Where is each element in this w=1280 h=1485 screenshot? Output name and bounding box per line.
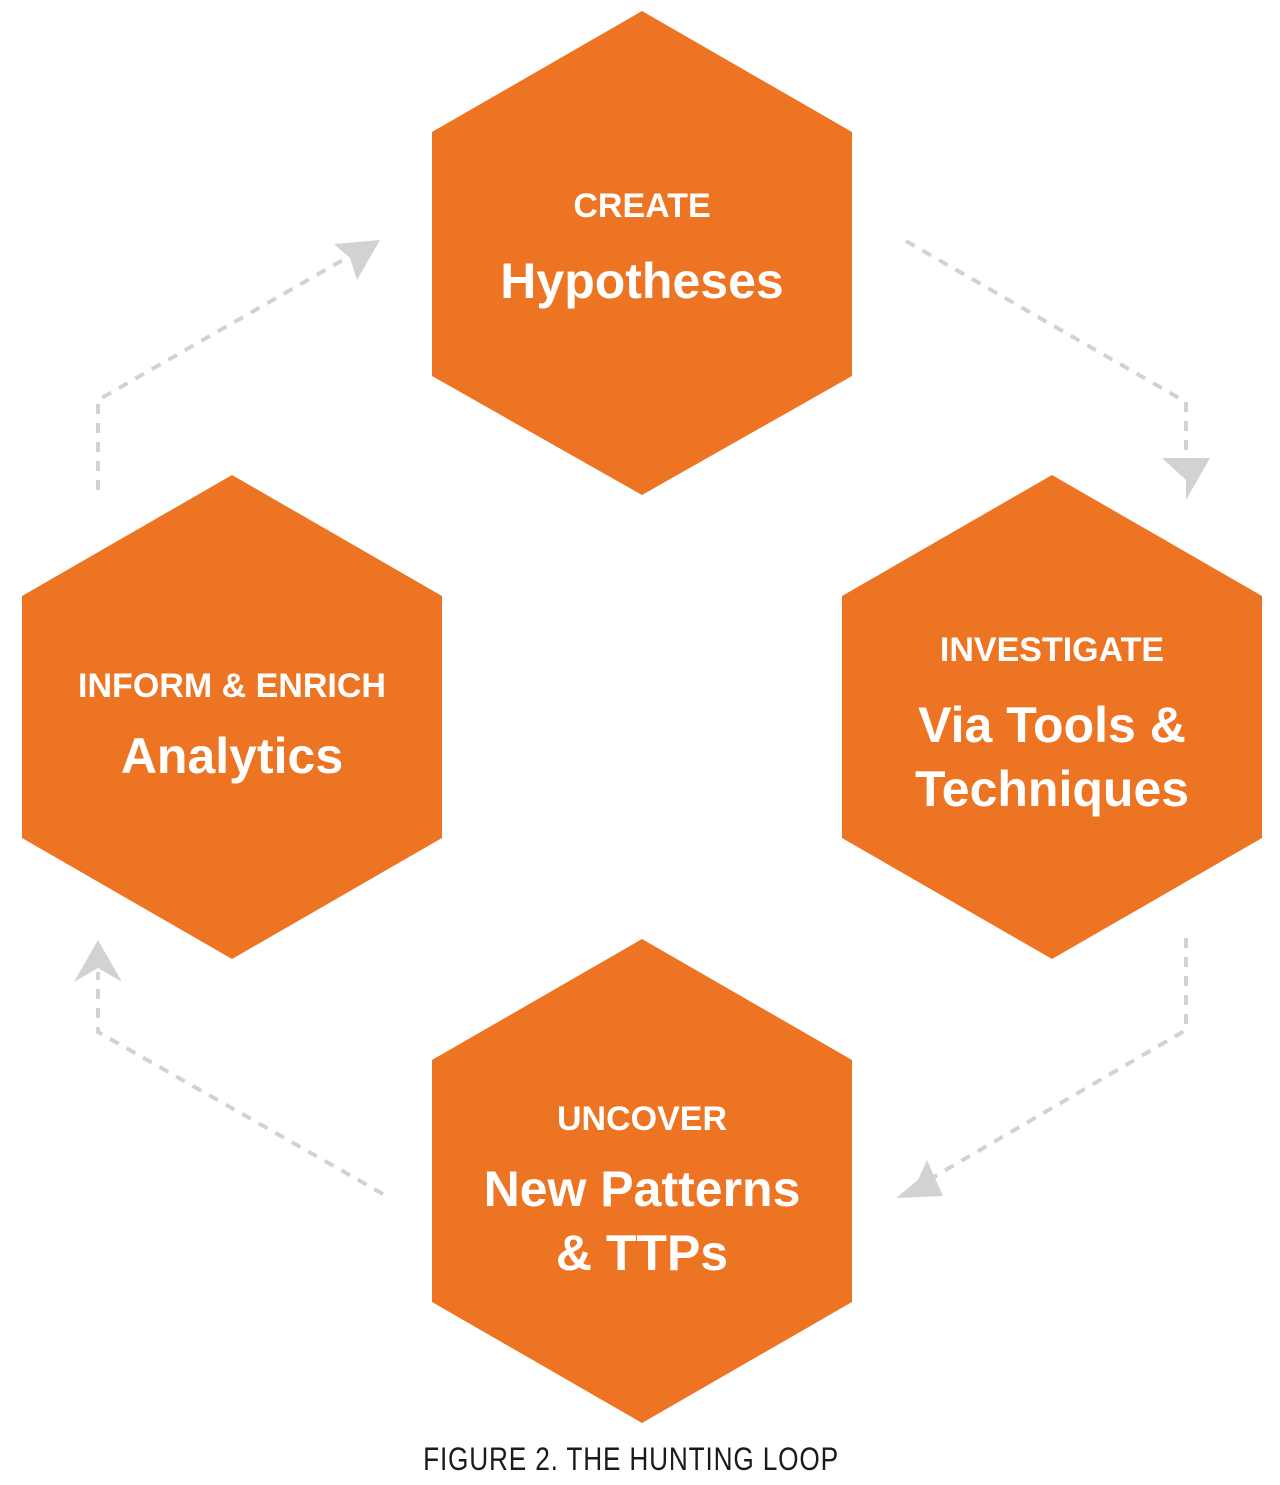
hexagon-create-shape	[432, 11, 852, 495]
hexagon-uncover-title-line-2: & TTPs	[556, 1225, 728, 1281]
hexagon-create-title-line-1: Hypotheses	[500, 253, 783, 309]
hexagon-inform-title-line-1: Analytics	[121, 728, 343, 784]
connectors	[74, 239, 1210, 1198]
hexagon-investigate-title-line-1: Via Tools &	[918, 697, 1186, 753]
connector-investigate-to-uncover	[923, 938, 1188, 1184]
hexagon-uncover: UNCOVER New Patterns & TTPs	[432, 939, 852, 1423]
hexagon-create-kicker: CREATE	[573, 187, 710, 225]
hexagon-inform-shape	[22, 475, 442, 959]
figure-caption: FIGURE 2. THE HUNTING LOOP	[423, 1443, 839, 1478]
hexagon-investigate-shape	[842, 475, 1262, 959]
hexagon-uncover-kicker: UNCOVER	[557, 1100, 727, 1138]
hexagon-uncover-title-line-1: New Patterns	[484, 1161, 801, 1217]
hexagon-uncover-shape	[432, 939, 852, 1423]
connector-create-to-investigate	[905, 239, 1188, 470]
hexagon-investigate: INVESTIGATE Via Tools & Techniques	[842, 475, 1262, 959]
hexagon-investigate-title-line-2: Techniques	[915, 761, 1189, 817]
connector-inform-to-create	[96, 251, 356, 490]
hexagon-create: CREATE Hypotheses	[432, 11, 852, 495]
connector-uncover-to-inform	[96, 972, 384, 1196]
arrowhead-create-to-investigate	[1162, 458, 1210, 500]
hexagon-investigate-kicker: INVESTIGATE	[940, 631, 1164, 669]
hexagon-inform: INFORM & ENRICH Analytics	[22, 475, 442, 959]
arrowhead-uncover-to-inform	[74, 940, 122, 982]
arrowhead-inform-to-create	[334, 240, 380, 280]
arrowhead-investigate-to-uncover	[896, 1160, 943, 1198]
hexagon-inform-kicker: INFORM & ENRICH	[78, 667, 386, 705]
